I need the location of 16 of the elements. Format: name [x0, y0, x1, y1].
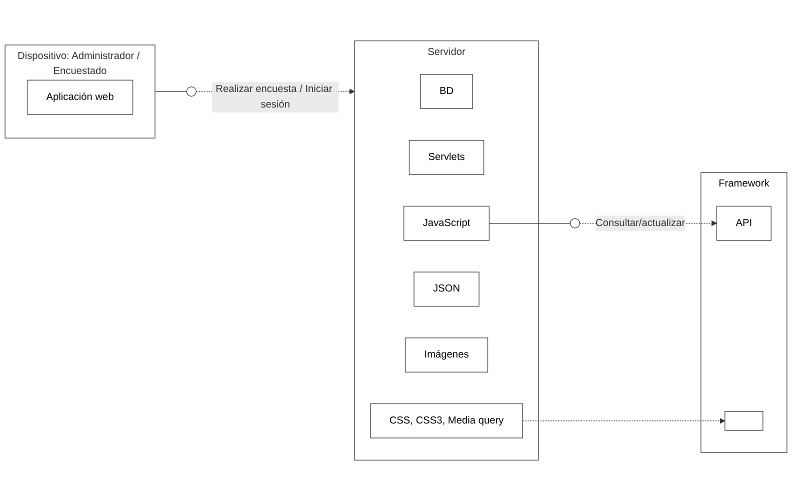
arrow: [522, 418, 726, 424]
node-box: JSON: [414, 272, 480, 307]
connector: [488, 222, 571, 224]
node-box: Imágenes: [404, 338, 488, 372]
node-box: JavaScript: [404, 206, 490, 241]
edge-label: Consultar/actualizar: [596, 218, 686, 228]
connector: [154, 91, 187, 92]
node-box: API: [716, 206, 772, 241]
node-box: [724, 411, 764, 431]
edge-label: Realizar encuesta / Iniciar sesión: [216, 84, 332, 110]
node-box: BD: [420, 74, 473, 109]
node-box: Servlets: [408, 140, 484, 175]
node-circle: [186, 86, 196, 97]
node-box: CSS, CSS3, Media query: [370, 403, 523, 438]
node-circle: [570, 218, 580, 228]
node-box: Aplicación web: [26, 80, 134, 115]
